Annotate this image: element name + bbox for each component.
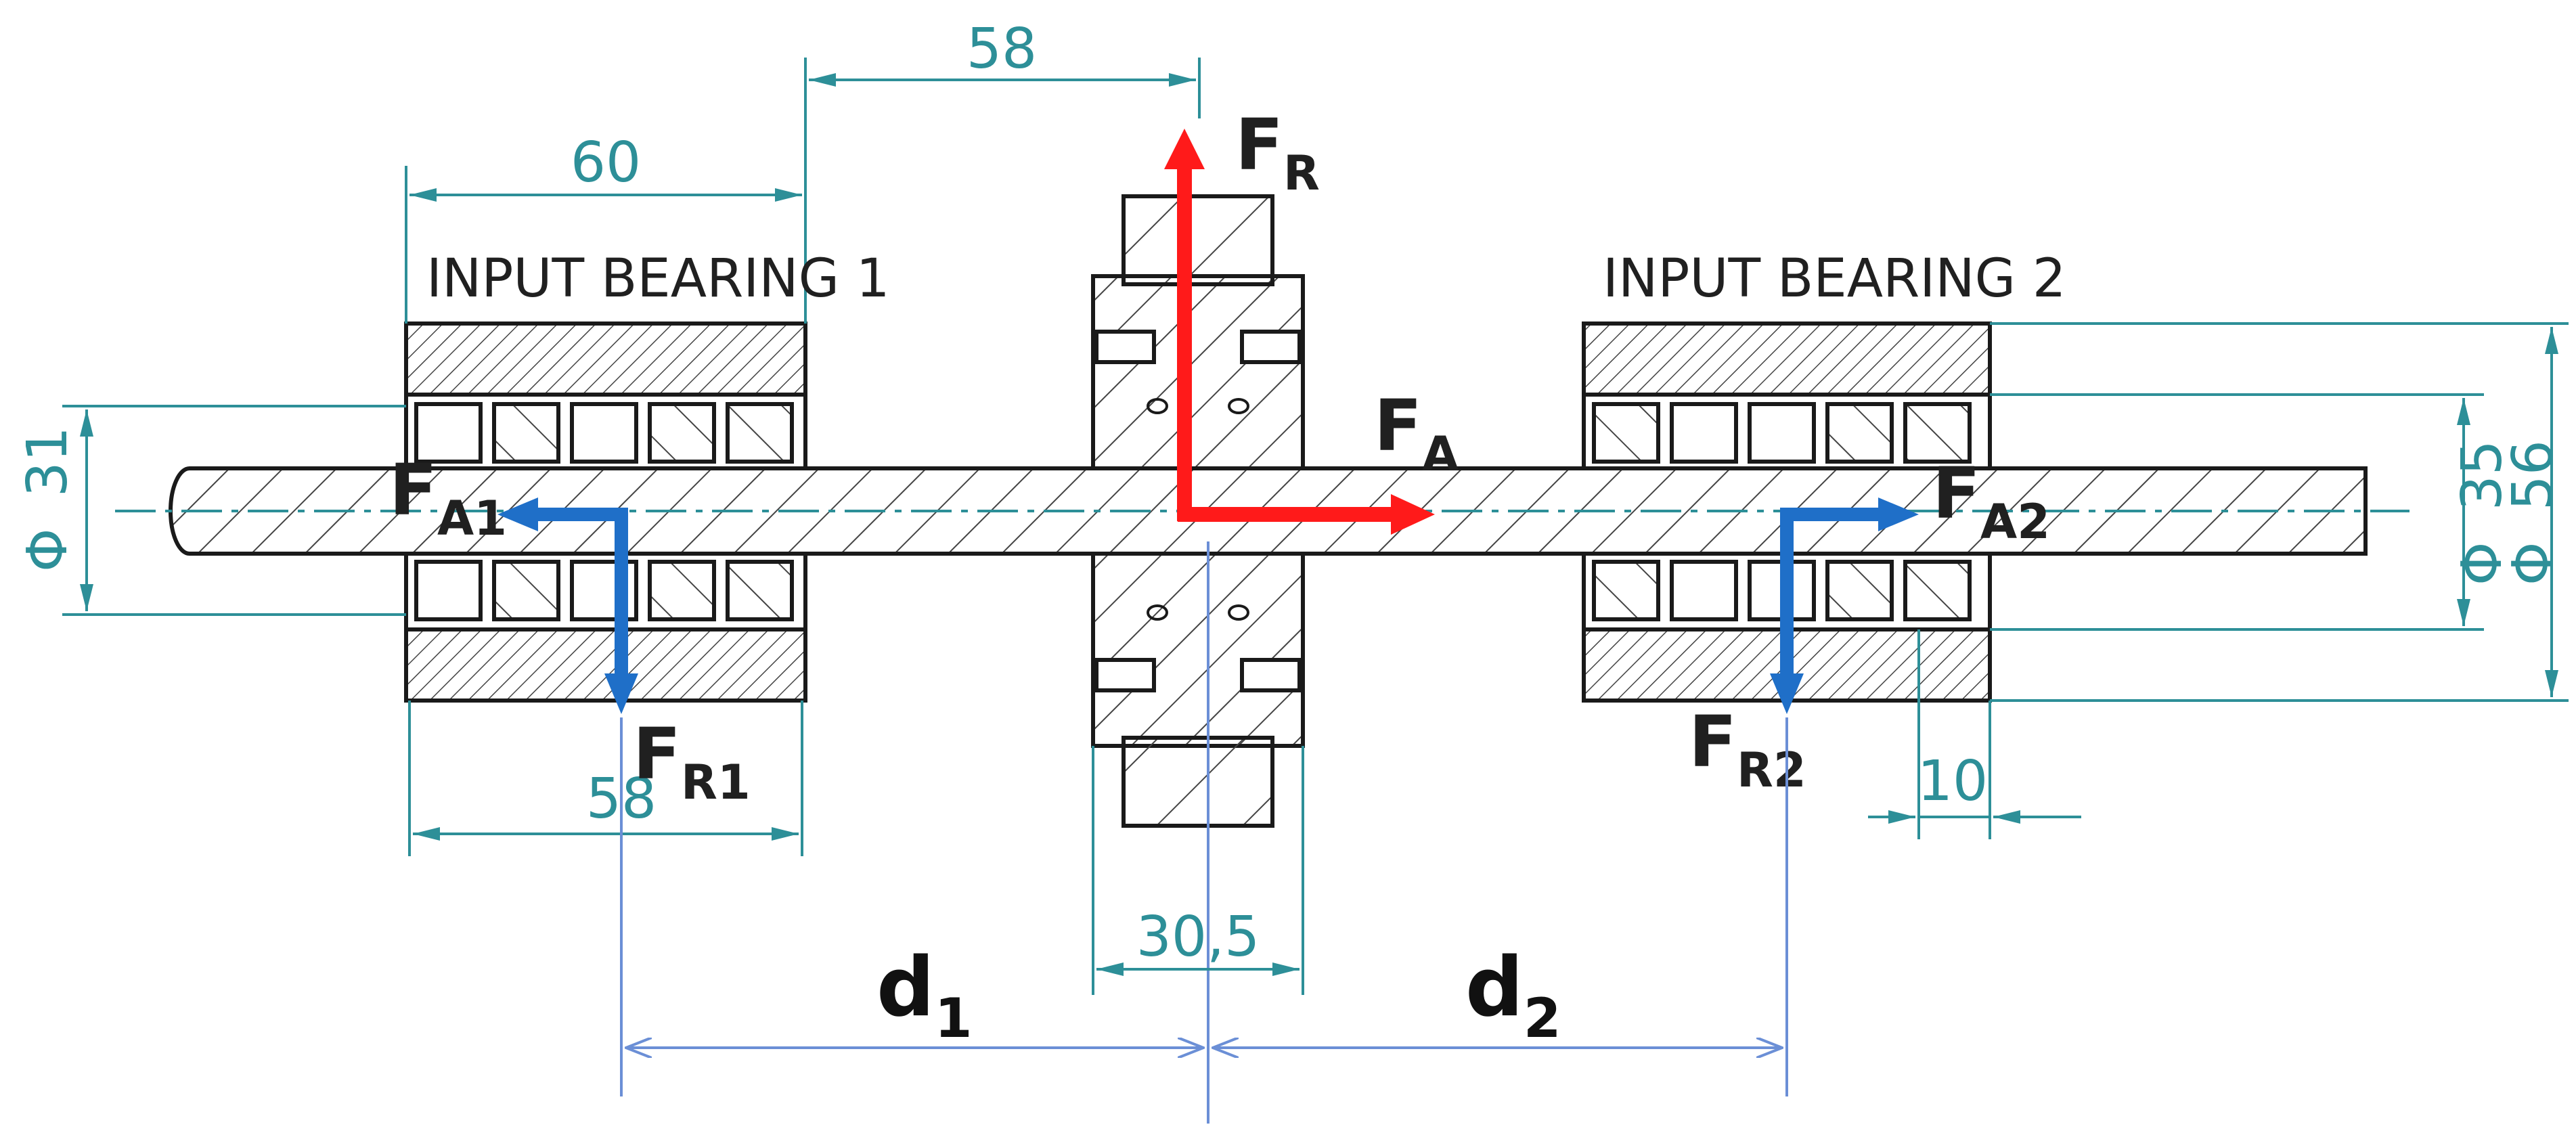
force-arrow-fr [1164, 129, 1205, 521]
svg-text:Φ 31: Φ 31 [16, 426, 80, 572]
dimension-label-60: 60 [571, 131, 641, 195]
diameter-symbol-35: Φ [2450, 541, 2514, 585]
force-arrow-fr1 [604, 508, 638, 714]
force-arrow-fa [1178, 494, 1435, 535]
force-label-fa: FA [1374, 384, 1459, 482]
dimension-label-56: 56 [2501, 440, 2565, 510]
dimension-label-35: 35 [2450, 440, 2514, 510]
bearing-1-label: INPUT BEARING 1 [426, 248, 889, 309]
svg-text:Φ 56: Φ 56 [2501, 440, 2565, 585]
diameter-symbol-31: Φ [16, 528, 80, 572]
force-label-fr1: FR1 [633, 713, 751, 810]
dimension-hub-30-5: 30,5 [1092, 746, 1304, 995]
dimension-diameter-56: Φ 56 [1990, 322, 2569, 702]
central-gear-hub [1091, 194, 1305, 828]
distance-d2: d2 [1213, 717, 1788, 1096]
svg-text:Φ 35: Φ 35 [2450, 440, 2514, 585]
force-arrow-fa1 [497, 497, 621, 531]
force-label-fa2: FA2 [1932, 452, 2050, 550]
distance-d1: d1 [620, 717, 1203, 1096]
force-arrow-fr2 [1770, 508, 1804, 714]
force-label-fa1: FA1 [389, 449, 507, 546]
dimension-top-58: 58 [804, 17, 1201, 324]
diameter-symbol-56: Φ [2501, 541, 2565, 585]
force-arrow-fa2 [1787, 497, 1919, 531]
dimension-label-31: 31 [16, 426, 80, 497]
force-label-fr2: FR2 [1689, 701, 1806, 798]
dimension-label-10: 10 [1917, 749, 1988, 814]
dimension-label-30-5: 30,5 [1136, 905, 1260, 969]
dimension-diameter-35: Φ 35 [1990, 393, 2514, 631]
distance-label-d2: d2 [1465, 941, 1561, 1050]
force-label-fr: FR [1235, 104, 1320, 201]
dimension-label-top-58: 58 [967, 17, 1037, 81]
dimension-right-10: 10 [1868, 629, 2081, 839]
dimension-diameter-31: Φ 31 [16, 405, 406, 616]
distance-label-d1: d1 [876, 941, 973, 1050]
input-bearing-1 [404, 321, 807, 703]
bearing-2-label: INPUT BEARING 2 [1603, 248, 2066, 309]
dimension-width-60: 60 [405, 131, 802, 324]
